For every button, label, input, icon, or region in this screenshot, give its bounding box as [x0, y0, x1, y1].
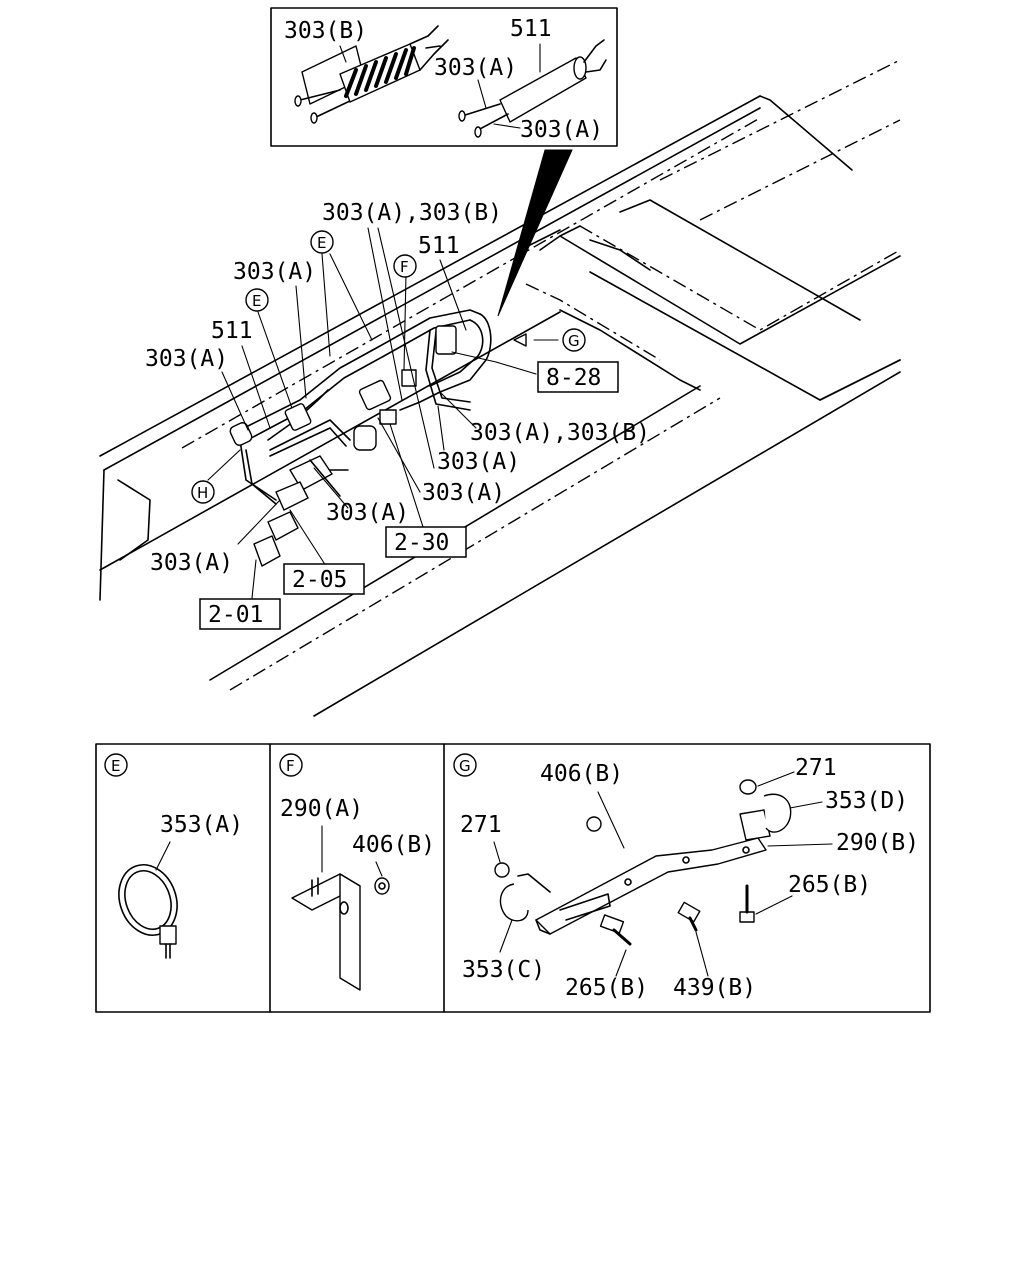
cable-tie-drawing	[118, 864, 178, 959]
wrapped-harness-drawing	[294, 25, 449, 124]
svg-text:H: H	[197, 484, 208, 502]
callout-e-2: E	[245, 288, 269, 312]
label-271-left: 271	[460, 812, 502, 838]
ref-box-8-28[interactable]: 8-28	[537, 361, 619, 393]
main-leader-lines	[207, 227, 559, 599]
svg-text:F: F	[400, 258, 409, 276]
label-303a-main-6: 303(A)	[150, 550, 233, 576]
label-353d: 353(D)	[825, 788, 908, 814]
label-303a-main-2: 303(A)	[145, 346, 228, 372]
svg-text:E: E	[252, 292, 261, 310]
label-303a-inset-2: 303(A)	[520, 117, 603, 143]
ref-2-01-text: 2-01	[208, 602, 263, 628]
label-303ab-top: 303(A),303(B)	[322, 200, 502, 226]
svg-text:E: E	[111, 757, 120, 775]
ref-box-2-30[interactable]: 2-30	[385, 526, 467, 558]
callout-g-1: G	[562, 328, 586, 352]
svg-text:F: F	[286, 757, 295, 775]
label-439b: 439(B)	[673, 975, 756, 1001]
ref-box-2-05[interactable]: 2-05	[283, 563, 365, 595]
callout-h-1: H	[191, 480, 215, 504]
label-511-main-1: 511	[418, 233, 460, 259]
label-265b-bottom: 265(B)	[565, 975, 648, 1001]
svg-text:G: G	[459, 757, 471, 775]
label-303a-inset-1: 303(A)	[434, 55, 517, 81]
label-406b-f: 406(B)	[352, 832, 435, 858]
label-353a: 353(A)	[160, 812, 243, 838]
label-265b-right: 265(B)	[788, 872, 871, 898]
detail-panel-e: E 353(A)	[104, 753, 243, 959]
label-353c: 353(C)	[462, 957, 545, 983]
ref-8-28-text: 8-28	[546, 365, 601, 391]
detail-panels-frame	[95, 743, 931, 1013]
label-303b-inset: 303(B)	[284, 18, 367, 44]
ref-box-2-01[interactable]: 2-01	[199, 598, 281, 630]
detail-panel-g: G 406(B) 271 353(D) 271 290(B) 265(B) 35…	[453, 753, 919, 1001]
label-303a-main-4: 303(A)	[422, 480, 505, 506]
callout-f-1: F	[393, 254, 417, 278]
bracket-g-drawing	[494, 779, 792, 946]
label-406b-g: 406(B)	[540, 761, 623, 787]
tube-harness-drawing	[458, 39, 607, 138]
label-303a-main-5: 303(A)	[326, 500, 409, 526]
inset-frame	[270, 7, 618, 147]
wiring-harness-drawing	[229, 309, 492, 567]
label-303a-main-1: 303(A)	[233, 259, 316, 285]
detail-panel-f: F 290(A) 406(B)	[279, 753, 435, 991]
label-303ab-right: 303(A),303(B)	[470, 420, 650, 446]
label-290b: 290(B)	[836, 830, 919, 856]
label-511-inset: 511	[510, 16, 552, 42]
ref-2-30-text: 2-30	[394, 530, 449, 556]
label-290a: 290(A)	[280, 796, 363, 822]
callout-e-1: E	[310, 230, 334, 254]
label-271-top: 271	[795, 755, 837, 781]
label-303a-main-3: 303(A)	[437, 449, 520, 475]
vehicle-frame-drawing	[99, 59, 901, 717]
label-511-main-2: 511	[211, 318, 253, 344]
ref-2-05-text: 2-05	[292, 567, 347, 593]
bracket-f-drawing	[291, 873, 390, 991]
svg-text:E: E	[317, 234, 326, 252]
svg-text:G: G	[568, 332, 580, 350]
